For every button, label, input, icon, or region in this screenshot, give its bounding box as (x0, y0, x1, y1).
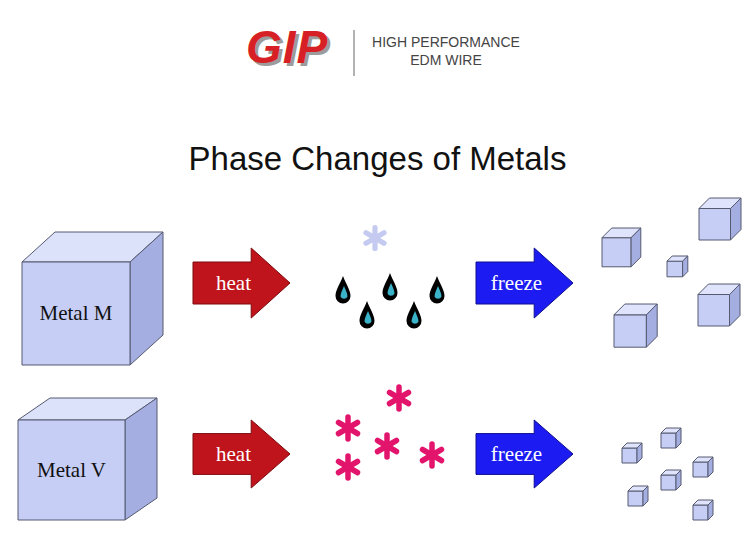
crystal-cube (661, 428, 681, 448)
cube-front (22, 262, 130, 365)
asterisk-symbol (339, 456, 358, 478)
cube-side (130, 232, 163, 365)
asterisk-symbol (339, 417, 358, 439)
crystal-cube (622, 443, 642, 463)
crystal-cube (693, 457, 713, 477)
process-arrow: heat (193, 420, 290, 488)
asterisk-symbol (390, 387, 409, 409)
crystal-cube (699, 198, 741, 240)
asterisk-symbol (423, 444, 442, 466)
node-text: heat (216, 442, 251, 467)
logo-mark: GIP (226, 21, 348, 73)
droplet (336, 276, 351, 304)
crystal-cube (698, 284, 740, 326)
node-text: heat (216, 271, 251, 296)
node-text: freeze (491, 271, 542, 296)
crystal-cube (614, 304, 657, 347)
cube-front (18, 420, 125, 520)
vapor-particle (366, 228, 384, 249)
crystal-cube (693, 500, 713, 520)
liquid-droplets (336, 273, 445, 329)
small-crystals (622, 428, 713, 520)
large-crystals (602, 198, 741, 347)
droplet (407, 301, 422, 329)
node-text: Metal M (40, 301, 113, 326)
process-arrow: freeze (476, 248, 573, 318)
asterisk-symbol (366, 228, 384, 249)
diagram-title: Phase Changes of Metals (0, 140, 755, 178)
metal-block: Metal M (22, 262, 130, 365)
crystal-cube (628, 486, 648, 506)
arrow-body (476, 248, 573, 318)
arrow-body (193, 248, 290, 318)
process-arrow: freeze (476, 420, 573, 488)
metal-block: Metal V (18, 420, 125, 520)
droplet (360, 301, 375, 329)
crystal-cube (661, 470, 681, 490)
logo-divider (353, 30, 355, 76)
arrow-body (193, 420, 290, 488)
droplet (430, 276, 445, 304)
crystal-cube (602, 228, 641, 267)
process-arrow: heat (193, 248, 290, 318)
crystal-cube (667, 256, 688, 277)
node-text: freeze (491, 442, 542, 467)
arrow-body (476, 420, 573, 488)
logo-tagline: HIGH PERFORMANCE EDM WIRE (360, 33, 532, 69)
node-text: Metal V (37, 458, 106, 483)
droplet (383, 273, 398, 301)
asterisk-symbol (378, 435, 397, 457)
vapor-particles (339, 387, 442, 478)
cube-side (125, 398, 157, 520)
